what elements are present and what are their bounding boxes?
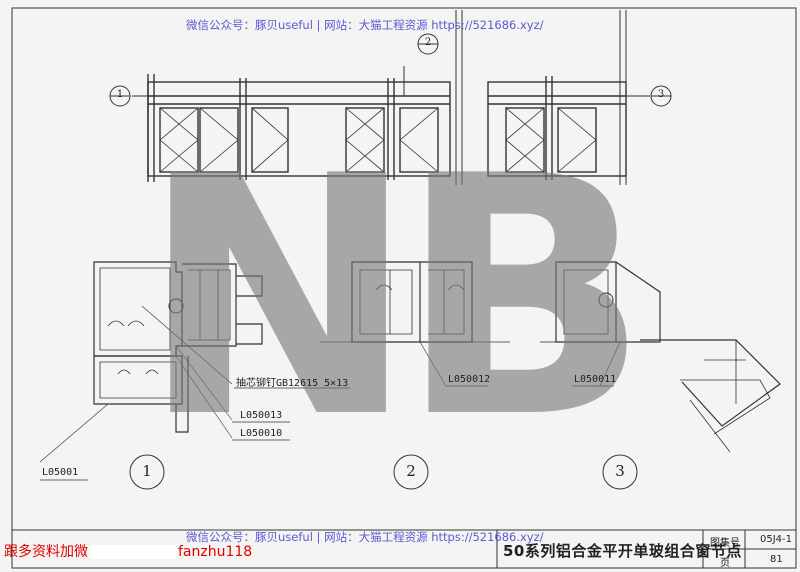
promo-prefix: 跟多资料加微 — [4, 544, 88, 560]
atlas-label: 图集号 — [710, 538, 740, 549]
promo-suffix: fanzhu118 — [178, 544, 253, 560]
callout-2: 2 — [424, 37, 432, 48]
leader-lines — [40, 385, 614, 481]
section-detail-2 — [320, 261, 510, 387]
section-detail-1 — [39, 261, 263, 463]
drawing-title: 50系列铝合金平开单玻组合窗节点 — [503, 542, 742, 560]
section-detail-3 — [540, 261, 781, 453]
label-l050010: L050010 — [240, 428, 283, 439]
detail-number-3: 3 — [615, 462, 625, 480]
callout-3: 3 — [657, 89, 665, 100]
detail-number-2: 2 — [406, 462, 416, 480]
title-block-grid — [496, 529, 797, 569]
label-rivet: 抽芯铆钉GB12615 5×13 — [236, 378, 349, 389]
label-l050012: L050012 — [448, 374, 491, 385]
window-elevation — [132, 10, 650, 185]
sheet-border — [11, 7, 797, 569]
atlas-value: 05J4-1 — [760, 534, 793, 545]
detail-circles — [129, 454, 638, 490]
callout-circles — [109, 33, 672, 107]
callout-1: 1 — [116, 89, 124, 100]
watermark-bottom: 微信公众号：豚贝useful | 网站：大猫工程资源 https://52168… — [186, 530, 544, 544]
page-value: 81 — [770, 554, 783, 565]
detail-number-1: 1 — [142, 462, 152, 480]
promo-text: 跟多资料加微 fanzhu118 — [4, 541, 252, 561]
promo-mask — [90, 545, 176, 559]
label-l050013: L050013 — [240, 410, 283, 421]
label-l05001: L05001 — [42, 467, 79, 478]
label-l050011: L050011 — [574, 374, 617, 385]
watermark-top: 微信公众号：豚贝useful | 网站：大猫工程资源 https://52168… — [186, 18, 544, 32]
page-label: 页 — [720, 558, 730, 569]
